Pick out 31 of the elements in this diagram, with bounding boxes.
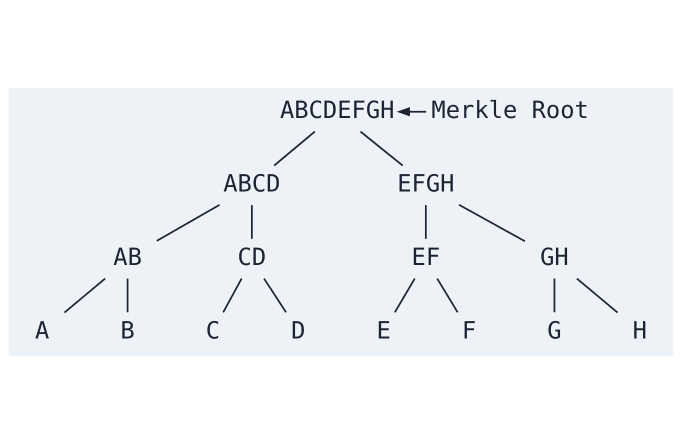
node-text: H — [632, 316, 647, 344]
connector — [156, 204, 220, 242]
node-text: Merkle Root — [431, 95, 589, 124]
node-text: ABCD — [223, 168, 280, 197]
connector — [554, 278, 556, 312]
connector — [436, 278, 458, 312]
node-text: EF — [412, 242, 440, 270]
connector — [64, 277, 106, 313]
node-text: CD — [238, 242, 266, 270]
connector — [576, 277, 618, 313]
node-text: A — [35, 316, 50, 344]
connector — [250, 204, 253, 238]
node-text: AB — [113, 242, 142, 270]
node-text: GH — [540, 242, 569, 270]
connector — [424, 204, 427, 238]
connector — [360, 130, 404, 166]
connector — [458, 203, 526, 242]
node-text: B — [120, 316, 135, 344]
connector — [126, 278, 128, 312]
node-text: EFGH — [397, 168, 454, 197]
connector — [394, 278, 416, 312]
node-text: F — [462, 316, 476, 344]
connector — [274, 130, 316, 166]
node-text: D — [291, 316, 306, 344]
node-text: E — [376, 316, 391, 344]
node-text: C — [206, 316, 220, 344]
node-text: ABCDEFGH — [280, 95, 394, 124]
node-text: G — [547, 316, 562, 344]
connector — [222, 278, 242, 312]
arrow — [396, 106, 426, 116]
connector — [263, 278, 287, 312]
